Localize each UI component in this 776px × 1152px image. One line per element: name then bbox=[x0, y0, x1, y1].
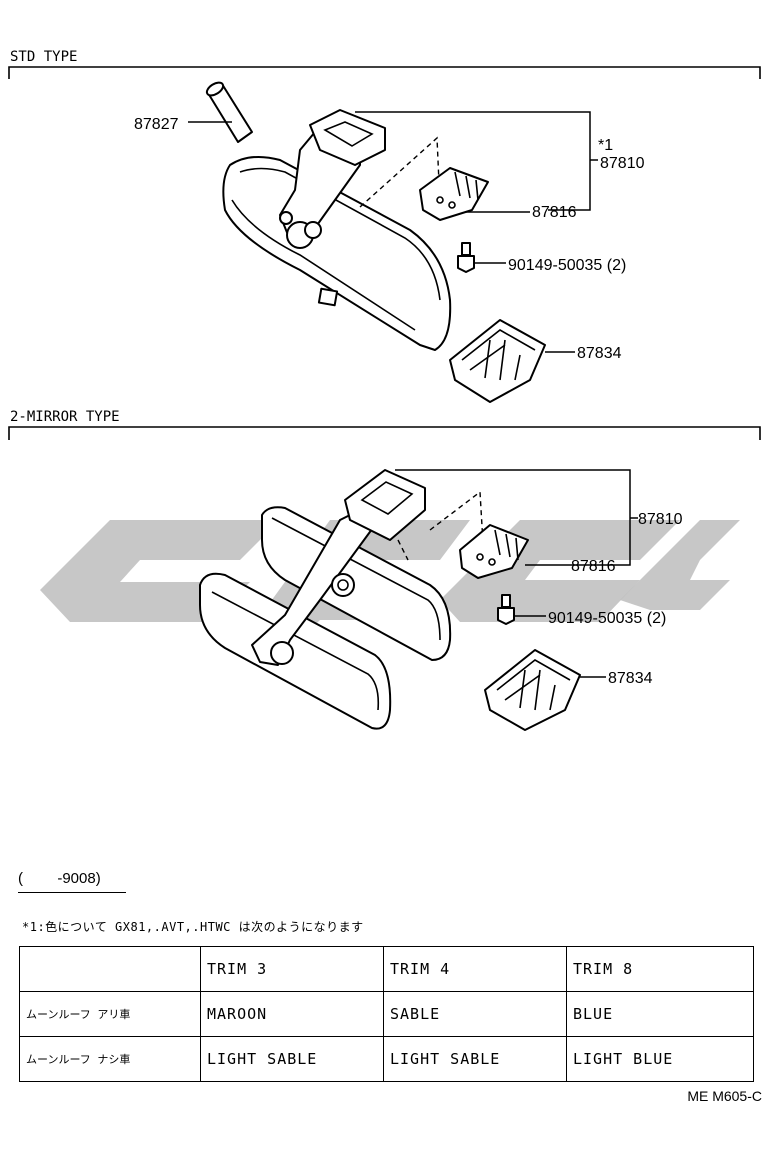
two-mirror-frame bbox=[8, 426, 761, 440]
table-cell: LIGHT BLUE bbox=[566, 1036, 754, 1082]
label-bolt-90149: 90149-50035 (2) bbox=[508, 257, 626, 274]
table-cell: LIGHT SABLE bbox=[200, 1036, 384, 1082]
table-header-trim-3: TRIM 3 bbox=[200, 946, 384, 992]
label-87827: 87827 bbox=[134, 116, 179, 133]
std-frame bbox=[8, 66, 761, 79]
table-cell: LIGHT SABLE bbox=[383, 1036, 567, 1082]
part-87834-cover-2 bbox=[484, 649, 581, 731]
row-label-with-moonroof: ムーンルーフ アリ車 bbox=[19, 991, 201, 1037]
part-87834-cover bbox=[449, 319, 546, 403]
table-header-row: TRIM 3 TRIM 4 TRIM 8 bbox=[19, 946, 754, 992]
label-87816-2: 87816 bbox=[571, 558, 616, 575]
label-star-1: *1 bbox=[598, 137, 613, 154]
front-mirror-body bbox=[199, 572, 392, 730]
table-header-trim-8: TRIM 8 bbox=[566, 946, 754, 992]
std-mirror-assembly bbox=[205, 81, 546, 403]
label-87816: 87816 bbox=[532, 204, 577, 221]
label-87810: 87810 bbox=[600, 155, 645, 172]
table-cell: SABLE bbox=[383, 991, 567, 1037]
part-87827-cover bbox=[205, 81, 253, 143]
std-screw bbox=[457, 242, 475, 273]
table-row: ムーンルーフ ナシ車 LIGHT SABLE LIGHT SABLE LIGHT… bbox=[19, 1036, 754, 1082]
row-label-without-moonroof: ムーンルーフ ナシ車 bbox=[19, 1036, 201, 1082]
production-range-note: ( -9008) bbox=[18, 870, 101, 887]
two-mirror-assembly bbox=[199, 469, 581, 731]
section-title-2-mirror: 2-MIRROR TYPE bbox=[10, 409, 120, 425]
std-bracket-line bbox=[355, 111, 591, 211]
range-end: -9008) bbox=[57, 870, 101, 887]
table-cell: BLUE bbox=[566, 991, 754, 1037]
range-underline bbox=[18, 892, 126, 893]
label-87834: 87834 bbox=[577, 345, 622, 362]
std-mirror-body bbox=[222, 155, 452, 351]
part-87816-bracket bbox=[419, 167, 489, 221]
trim-color-table: TRIM 3 TRIM 4 TRIM 8 ムーンルーフ アリ車 MAROON S… bbox=[19, 946, 754, 1082]
table-cell: MAROON bbox=[200, 991, 384, 1037]
table-row: ムーンルーフ アリ車 MAROON SABLE BLUE bbox=[19, 991, 754, 1037]
table-header-blank bbox=[19, 946, 201, 992]
range-open: ( bbox=[18, 870, 23, 887]
part-87816-bracket-2 bbox=[459, 524, 529, 579]
two-mirror-screw bbox=[497, 594, 515, 625]
table-header-trim-4: TRIM 4 bbox=[383, 946, 567, 992]
color-footnote: *1:色について GX81,.AVT,.HTWC は次のようになります bbox=[22, 920, 364, 934]
label-bolt-90149-2: 90149-50035 (2) bbox=[548, 610, 666, 627]
diagram-code: ME M605-C bbox=[687, 1088, 762, 1104]
rear-mirror-body bbox=[261, 506, 452, 661]
label-87810-2: 87810 bbox=[638, 511, 683, 528]
section-title-std: STD TYPE bbox=[10, 49, 77, 65]
label-87834-2: 87834 bbox=[608, 670, 653, 687]
